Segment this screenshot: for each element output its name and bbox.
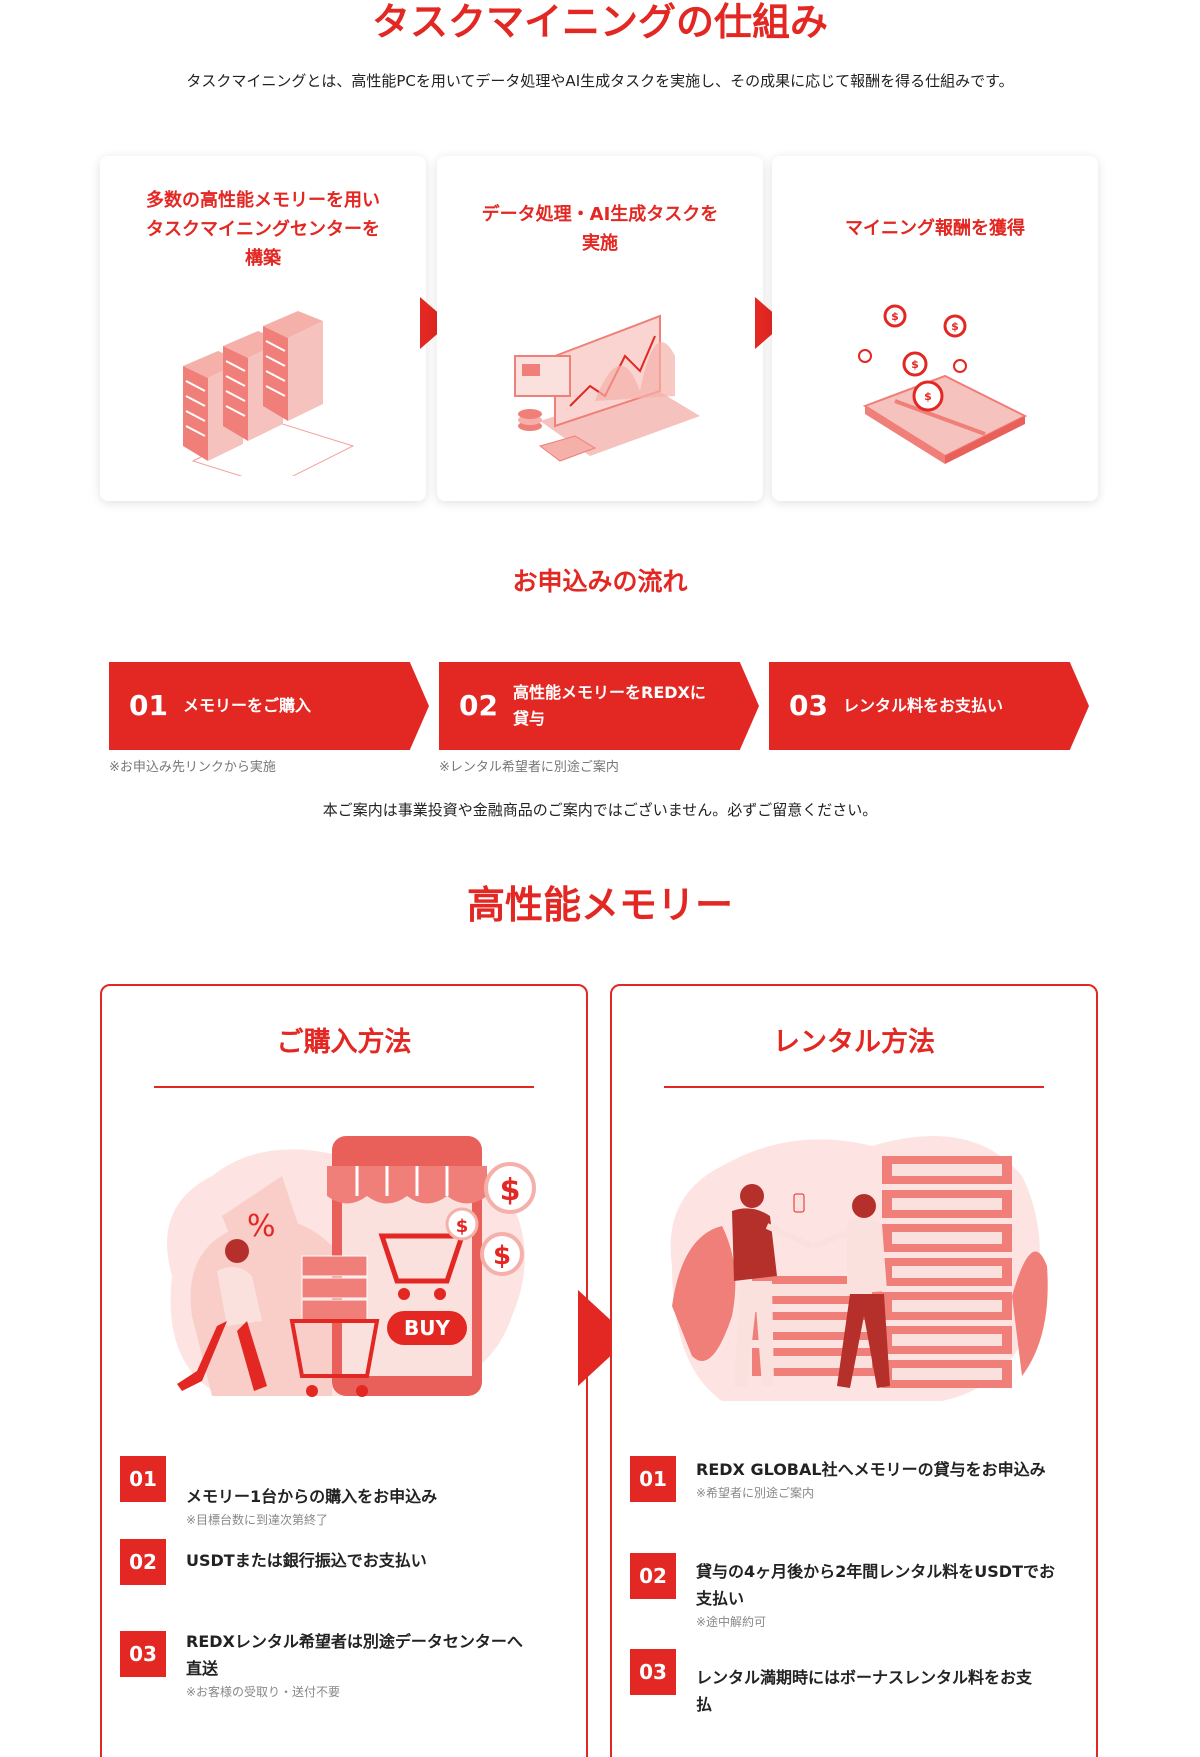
item-text-main: メモリー1台からの購入をお申込み	[186, 1487, 438, 1506]
flow-title: お申込みの流れ	[512, 567, 688, 596]
item-number: 01	[120, 1456, 166, 1502]
item-text: REDXレンタル希望者は別途データセンターへ 直送 ※お客様の受取り・送付不要	[186, 1601, 566, 1729]
divider	[154, 1086, 534, 1088]
step-label: レンタル料をお支払い	[843, 696, 1004, 715]
svg-text:$: $	[891, 310, 899, 323]
item-number: 02	[630, 1553, 676, 1599]
item-text-main: レンタル満期時にはボーナスレンタル料をお支 払	[696, 1668, 1033, 1714]
item-number: 03	[630, 1649, 676, 1695]
item-text: レンタル満期時にはボーナスレンタル料をお支 払	[696, 1637, 1076, 1718]
step-arrow-shape	[109, 662, 429, 750]
divider	[664, 1086, 1044, 1088]
item-text-main: USDTまたは銀行振込でお支払い	[186, 1551, 427, 1570]
card-title: データ処理・AI生成タスクを 実施	[481, 204, 719, 254]
svg-text:$: $	[500, 1173, 521, 1208]
coins-card-illustration: $ $ $ $	[858, 304, 1028, 464]
purchase-title: ご購入方法	[276, 1027, 412, 1058]
step-label: メモリーをご購入	[183, 696, 312, 715]
memory-title: 高性能メモリー	[466, 883, 733, 927]
flow-step-1-note: ※お申込み先リンクから実施	[109, 760, 276, 775]
flow-step-2-note: ※レンタル希望者に別途ご案内	[439, 760, 619, 775]
rental-title: レンタル方法	[773, 1027, 935, 1058]
flow-step-1: 01 メモリーをご購入	[109, 662, 429, 750]
purchase-panel: ご購入方法 % BUY $ $ $ 01 メモリー1台からの購入をお申込み	[100, 984, 588, 1757]
item-number: 03	[120, 1631, 166, 1677]
card-title: マイニング報酬を獲得	[845, 218, 1025, 239]
flow-step-2: 02 高性能メモリーをREDXに 貸与	[439, 662, 759, 750]
mechanism-card-build: 多数の高性能メモリーを用い タスクマイニングセンターを 構築	[100, 156, 426, 501]
rental-panel: レンタル方法 01 REDX GLOBAL社へメモリーの貸与をお	[610, 984, 1098, 1757]
mechanism-title: タスクマイニングの仕組み	[371, 0, 828, 44]
item-text: メモリー1台からの購入をお申込み ※目標台数に到達次第終了	[186, 1456, 566, 1557]
item-note: ※目標台数に到達次第終了	[186, 1513, 329, 1527]
item-note: ※希望者に別途ご案内	[696, 1486, 815, 1500]
item-text-main: REDXレンタル希望者は別途データセンターへ 直送	[186, 1632, 523, 1678]
flow-step-3: 03 レンタル料をお支払い	[769, 662, 1089, 750]
item-text-main: 貸与の4ヶ月後から2年間レンタル料をUSDTでお 支払い	[696, 1562, 1055, 1608]
item-text-main: REDX GLOBAL社へメモリーの貸与をお申込み	[696, 1460, 1046, 1479]
buy-button-text: BUY	[404, 1316, 450, 1340]
mechanism-intro: タスクマイニングとは、高性能PCを用いてデータ処理やAI生成タスクを実施し、その…	[186, 72, 1014, 90]
mechanism-card-reward: マイニング報酬を獲得 $ $ $ $	[772, 156, 1098, 501]
shopping-illustration: % BUY $ $ $	[167, 1136, 536, 1397]
item-text: REDX GLOBAL社へメモリーの貸与をお申込み ※希望者に別途ご案内	[696, 1456, 1076, 1503]
svg-text:$: $	[911, 358, 919, 371]
item-number: 01	[630, 1456, 676, 1502]
percent-tag-text: %	[247, 1209, 276, 1244]
server-racks-illustration	[183, 311, 355, 476]
mechanism-card-task: データ処理・AI生成タスクを 実施	[437, 156, 763, 501]
step-number: 02	[459, 689, 498, 722]
laptop-data-illustration	[514, 314, 700, 462]
svg-text:$: $	[924, 390, 932, 403]
step-label: 高性能メモリーをREDXに 貸与	[513, 683, 706, 728]
card-title: 多数の高性能メモリーを用い タスクマイニングセンターを 構築	[146, 190, 380, 269]
item-note: ※お客様の受取り・送付不要	[186, 1685, 341, 1699]
step-number: 01	[129, 689, 168, 722]
svg-text:$: $	[951, 320, 959, 333]
flow-disclaimer: 本ご案内は事業投資や金融商品のご案内ではございません。必ずご留意ください。	[322, 801, 878, 819]
item-note: ※途中解約可	[696, 1615, 767, 1629]
item-number: 02	[120, 1539, 166, 1585]
svg-text:$: $	[493, 1241, 511, 1271]
svg-text:$: $	[456, 1216, 469, 1237]
item-text: 貸与の4ヶ月後から2年間レンタル料をUSDTでお 支払い ※途中解約可	[696, 1531, 1076, 1659]
item-text: USDTまたは銀行振込でお支払い	[186, 1547, 566, 1574]
server-stack	[752, 1156, 1012, 1388]
step-arrow-shape	[439, 662, 759, 750]
step-number: 03	[789, 689, 828, 722]
handshake-servers-illustration	[670, 1136, 1048, 1401]
step-arrow-shape	[769, 662, 1089, 750]
